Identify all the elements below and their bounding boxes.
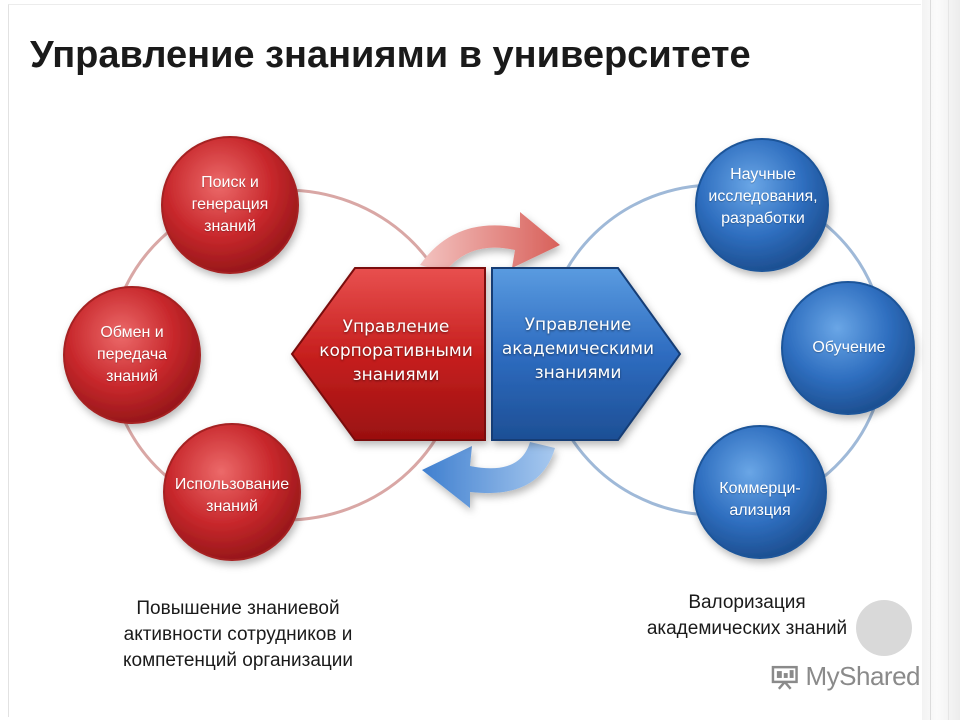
node-circle-commercialization [693, 425, 827, 559]
hex-label-corporate: Управление корпоративными знаниями [319, 317, 473, 385]
caption-right: Валоризация академических знаний [646, 592, 848, 639]
slide-frame [8, 4, 921, 717]
node-circle-teaching [781, 281, 915, 415]
page-edge-strip [922, 0, 960, 720]
node-label-search: Поиск и генерация знаний [191, 174, 269, 235]
presentation-icon [771, 665, 798, 690]
watermark-text: MyShared [805, 660, 921, 691]
node-label-research: Научные исследования, разработки [708, 166, 818, 227]
node-circle-research [695, 138, 829, 272]
node-label-commercialization: Коммерци- ализция [719, 480, 801, 519]
cycle-arrow-top [420, 212, 560, 272]
node-circle-exchange [63, 286, 201, 424]
node-label-exchange: Обмен и передача знаний [96, 324, 168, 385]
cycle-arrow-bottom [422, 442, 555, 508]
hex-label-academic: Управление академическими знаниями [501, 315, 655, 383]
watermark-circle [856, 600, 912, 656]
node-label-usage: Использование знаний [174, 476, 290, 515]
watermark: MyShared [770, 656, 920, 696]
node-circle-search [161, 136, 299, 274]
hex-corporate [290, 267, 486, 441]
hex-academic [491, 267, 682, 441]
node-label-teaching: Обучение [812, 339, 886, 356]
caption-left: Повышение знаниевой активности сотрудник… [122, 598, 354, 671]
page-title: Управление знаниями в университете [30, 34, 751, 76]
node-circle-usage [163, 423, 301, 561]
